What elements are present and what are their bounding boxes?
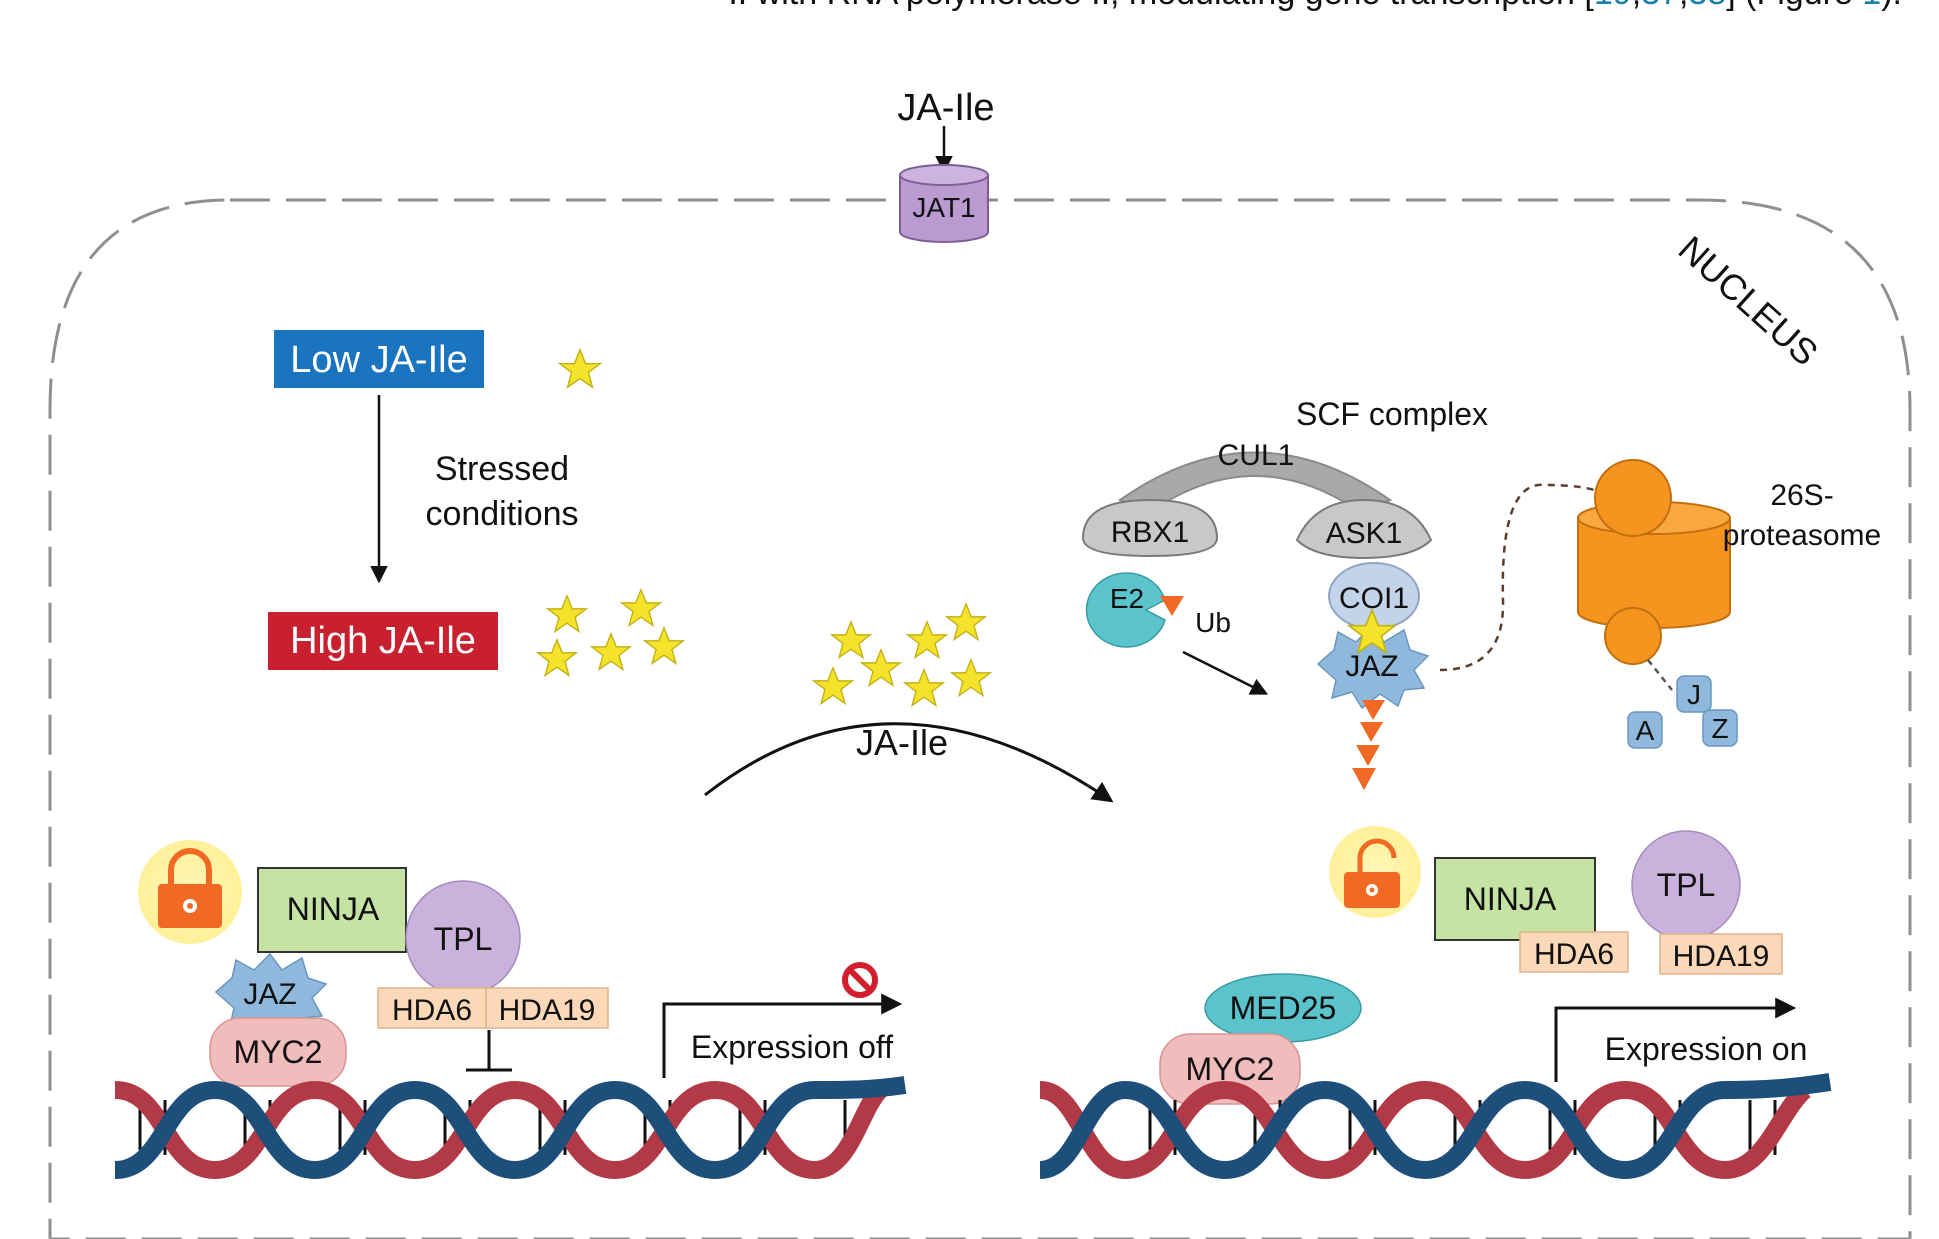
high-ja-box xyxy=(268,612,498,670)
ub-label: Ub xyxy=(1195,607,1231,638)
left-hda6-label: HDA6 xyxy=(392,994,472,1027)
citation-link[interactable]: 19 xyxy=(1594,0,1632,12)
fragment-a-label: A xyxy=(1636,715,1655,746)
proteasome-label-line1: 26S- xyxy=(1770,479,1833,512)
fragment-z xyxy=(1702,709,1738,747)
right-hda6-box xyxy=(1519,931,1629,973)
low-ja-label: Low JA-Ile xyxy=(290,339,467,381)
left-ninja-label: NINJA xyxy=(287,891,380,927)
figure-link[interactable]: 1 xyxy=(1862,0,1881,12)
left-jaz-label: JAZ xyxy=(243,978,296,1011)
ub-transfer-arrow xyxy=(1182,650,1269,695)
right-hda6-label: HDA6 xyxy=(1534,938,1614,971)
expression-on-label: Expression on xyxy=(1605,1031,1808,1067)
transition-arrow xyxy=(704,722,1114,803)
right-hda19-label: HDA19 xyxy=(1673,940,1770,973)
right-hda19-box xyxy=(1659,933,1783,975)
left-tpl-label: TPL xyxy=(434,921,493,957)
right-ninja-label: NINJA xyxy=(1464,881,1557,917)
right-myc2-label: MYC2 xyxy=(1186,1051,1275,1087)
e2-enzyme xyxy=(1085,572,1166,648)
high-ja-label: High JA-Ile xyxy=(290,620,476,662)
left-hda19-box xyxy=(485,987,609,1029)
coi1-label: COI1 xyxy=(1339,582,1409,615)
caption-separator: , xyxy=(1679,0,1688,12)
right-dna-helix xyxy=(1038,1073,1832,1180)
caption-text: ). xyxy=(1881,0,1902,12)
fragment-j-label: J xyxy=(1687,679,1701,710)
cul1-scaffold xyxy=(1117,451,1393,514)
fragment-j xyxy=(1676,675,1712,713)
right-tpl-label: TPL xyxy=(1657,867,1716,903)
jat1-transporter: JAT1 xyxy=(899,164,989,243)
e2-label: E2 xyxy=(1110,583,1144,614)
right-myc2-box xyxy=(1159,1033,1301,1105)
proteasome-26s xyxy=(1577,459,1731,665)
citation-link[interactable]: 37 xyxy=(1641,0,1679,12)
nucleus-envelope xyxy=(48,198,1912,1239)
bound-jaz-protein xyxy=(1316,624,1430,710)
expression-off-label: Expression off xyxy=(691,1029,893,1065)
ask1-protein xyxy=(1295,498,1433,560)
left-ninja-box xyxy=(257,867,407,953)
right-ninja-box xyxy=(1434,857,1596,941)
stress-label-line1: Stressed xyxy=(435,450,569,488)
left-myc2-label: MYC2 xyxy=(234,1034,323,1070)
caption-text: ] (Figure xyxy=(1726,0,1862,12)
outside-hormone-label: JA-Ile xyxy=(897,87,994,129)
ubiquitin-icon xyxy=(1160,596,1184,616)
expression-on-arrow xyxy=(1554,997,1797,1082)
cul1-label: CUL1 xyxy=(1218,439,1295,472)
repression-bar xyxy=(466,1030,512,1072)
degradation-path xyxy=(1439,483,1615,672)
fragment-z-label: Z xyxy=(1711,713,1728,744)
low-ja-box xyxy=(274,330,484,388)
left-myc2-box xyxy=(209,1017,347,1087)
stress-label-line2: conditions xyxy=(425,495,578,533)
no-entry-icon xyxy=(842,962,878,998)
caption-separator: , xyxy=(1632,0,1641,12)
med25-label: MED25 xyxy=(1230,990,1337,1026)
transition-label: JA-Ile xyxy=(856,722,948,763)
bound-jaz-label: JAZ xyxy=(1345,650,1398,683)
jat1-label: JAT1 xyxy=(912,192,975,223)
caption-text-line: II with RNA polymerase II, modulating ge… xyxy=(728,0,1902,12)
ask1-label: ASK1 xyxy=(1326,517,1403,550)
left-dna-helix xyxy=(114,1076,907,1180)
left-hda6-box xyxy=(377,987,487,1029)
citation-link[interactable]: 38 xyxy=(1688,0,1726,12)
rbx1-label: RBX1 xyxy=(1111,516,1189,549)
fragment-a xyxy=(1627,711,1663,749)
caption-text: II with RNA polymerase II, modulating ge… xyxy=(728,0,1594,12)
polyubiquitin-chain xyxy=(1352,700,1385,790)
proteasome-label-line2: proteasome xyxy=(1723,519,1881,552)
rbx1-protein xyxy=(1081,498,1219,558)
lock-open-icon xyxy=(1344,838,1400,908)
expression-off-arrow xyxy=(662,993,903,1078)
jaz-fragments: J A Z xyxy=(1627,675,1738,749)
left-hda19-label: HDA19 xyxy=(499,994,596,1027)
scf-complex-title: SCF complex xyxy=(1296,396,1488,432)
lock-closed-icon xyxy=(158,848,222,928)
